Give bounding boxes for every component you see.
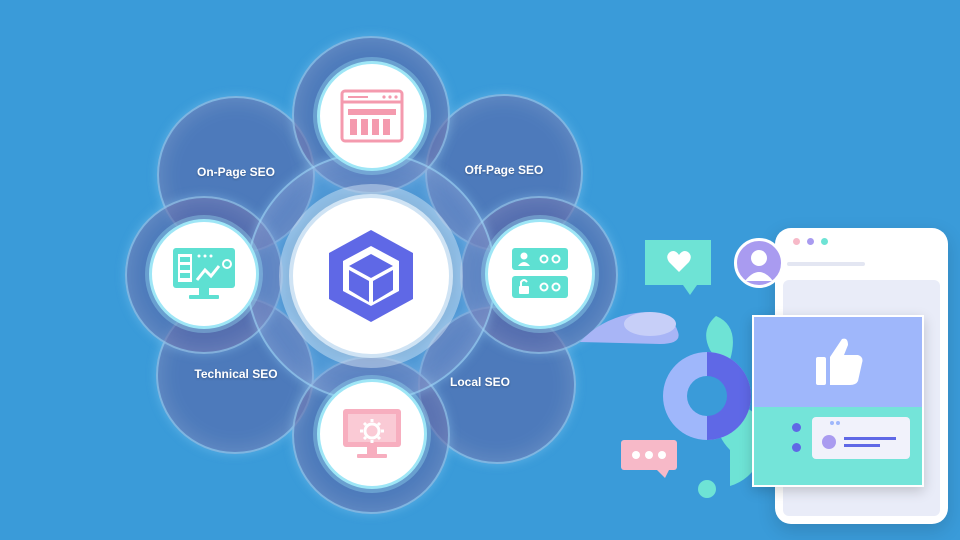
browser-dashboard-icon — [317, 61, 427, 171]
user-avatar — [734, 238, 784, 288]
decor-circle-1 — [698, 480, 716, 498]
post-image — [754, 317, 922, 407]
on-page-seo-label: On-Page SEO — [196, 165, 276, 179]
window-dot-teal — [821, 238, 828, 245]
window-dot-pink — [793, 238, 800, 245]
user-icon — [745, 250, 773, 281]
user-lock-settings-icon — [485, 219, 595, 329]
comment-dot-1 — [792, 423, 801, 432]
bubble-tail — [683, 285, 697, 295]
heart-icon — [667, 251, 691, 272]
comment-avatar — [822, 435, 836, 449]
thumbs-up-icon — [816, 338, 863, 385]
post-comments — [754, 407, 922, 485]
comment-line-1 — [844, 437, 896, 440]
typing-dot-2 — [645, 451, 653, 459]
address-bar — [787, 262, 865, 266]
donut-chart-icon — [663, 352, 751, 440]
typing-dot-1 — [632, 451, 640, 459]
comment-line-2 — [844, 444, 880, 447]
cube-network-icon — [289, 194, 453, 358]
typing-dot-3 — [658, 451, 666, 459]
local-seo-label: Local SEO — [449, 375, 511, 389]
comment-dot-2 — [792, 443, 801, 452]
chat-tail — [657, 470, 669, 478]
typing-message-bubble — [621, 440, 677, 478]
decor-circle-2 — [733, 461, 740, 468]
monitor-gear-icon — [317, 379, 427, 489]
mini-dot-2 — [836, 421, 840, 425]
heart-message-bubble — [645, 240, 711, 295]
mini-dot-1 — [830, 421, 834, 425]
off-page-seo-label: Off-Page SEO — [464, 163, 544, 177]
comment-card — [812, 417, 910, 459]
monitor-analytics-icon — [149, 219, 259, 329]
post-card — [752, 315, 924, 487]
technical-seo-label: Technical SEO — [194, 367, 278, 381]
decorative-blob — [580, 312, 679, 344]
window-dot-purple — [807, 238, 814, 245]
